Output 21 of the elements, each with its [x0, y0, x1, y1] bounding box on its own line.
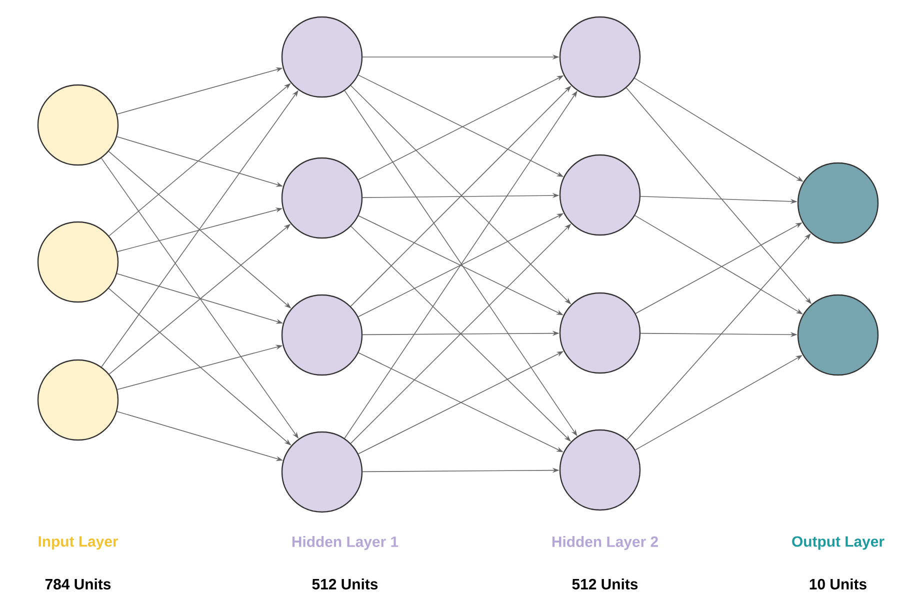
neuron-circle: [37, 359, 119, 441]
layer-title: Hidden Layer 2: [552, 536, 658, 550]
layer-title: Output Layer: [792, 536, 884, 550]
neuron-circle: [559, 16, 641, 98]
unit-count: 512 Units: [572, 578, 638, 590]
neuron-circle: [37, 84, 119, 166]
layer-title: Input Layer: [38, 536, 118, 550]
neuron-circle: [281, 431, 363, 513]
unit-count: 10 Units: [810, 578, 866, 590]
neuron-circle: [559, 292, 641, 374]
neuron-circle: [281, 16, 363, 98]
unit-count: 784 Units: [45, 578, 111, 590]
neuron-circle: [559, 429, 641, 511]
neuron-circle: [797, 162, 879, 244]
neuron-circle: [281, 294, 363, 376]
layer-title: Hidden Layer 1: [292, 536, 398, 550]
neuron-circle: [37, 221, 119, 303]
neuron-circle: [797, 294, 879, 376]
neuron-circle: [281, 157, 363, 239]
unit-count: 512 Units: [312, 578, 378, 590]
neuron-circle: [559, 154, 641, 236]
